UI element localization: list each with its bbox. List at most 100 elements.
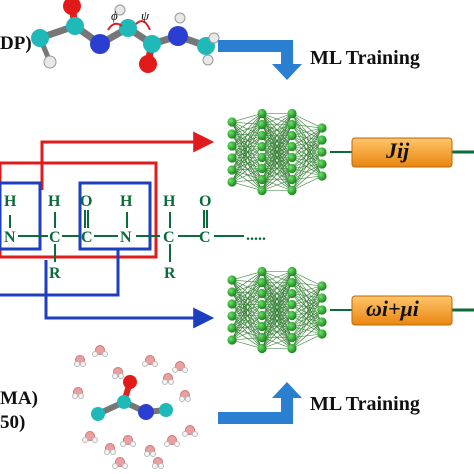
network-edge	[291, 282, 323, 335]
water-hydrogen	[118, 373, 124, 379]
network-edge	[261, 315, 293, 349]
network-edge	[291, 127, 323, 136]
network-edge	[231, 271, 263, 329]
network-edge	[231, 291, 263, 294]
network-edge	[291, 113, 323, 153]
network-edge	[261, 113, 293, 158]
water-hydrogen	[182, 431, 188, 437]
output-label-coupling: Jij	[386, 138, 410, 163]
network-edge	[231, 303, 263, 338]
network-edge	[291, 163, 323, 180]
network-node	[257, 321, 267, 332]
network-node	[317, 329, 327, 339]
network-node	[227, 153, 237, 163]
network-edge	[291, 285, 323, 327]
network-edge	[291, 315, 323, 323]
network-edge	[291, 168, 323, 177]
network-edge	[291, 175, 323, 191]
nitrogen-atom	[90, 34, 110, 54]
network-edge	[291, 163, 323, 169]
atom-c4: C	[199, 229, 211, 246]
network-edge	[231, 145, 263, 169]
network-node	[257, 288, 267, 299]
network-edge	[231, 121, 263, 169]
blue-arrow-path	[0, 181, 215, 329]
water-hydrogen	[168, 379, 174, 385]
network-edge	[291, 271, 323, 287]
network-edge	[231, 291, 263, 327]
network-edge	[231, 145, 263, 158]
network-edge	[231, 121, 263, 125]
network-edge	[291, 127, 323, 147]
atom-c2: C	[81, 229, 93, 246]
water-hydrogen	[182, 367, 188, 373]
hydrogen-atom	[43, 55, 57, 69]
network-edge	[231, 279, 263, 294]
atom-h4: H	[163, 193, 176, 210]
network-node	[317, 159, 327, 169]
ml-training-label-top: ML Training	[310, 47, 420, 69]
carbon-atom	[143, 35, 161, 53]
network-edge	[291, 113, 323, 177]
network-node	[317, 317, 327, 327]
network-edge	[291, 293, 323, 323]
network-edge	[231, 291, 263, 338]
network-edge	[231, 121, 263, 147]
network-node	[317, 147, 327, 157]
network-edge	[291, 282, 323, 287]
molecule-label-top: DP)	[0, 33, 32, 54]
network-edge	[291, 139, 323, 191]
water-hydrogen	[80, 361, 86, 367]
training-arrow-top	[218, 40, 302, 80]
network-edge	[291, 282, 323, 311]
network-edge	[291, 285, 323, 305]
network-edge	[291, 297, 323, 305]
network-edge	[261, 113, 293, 169]
network-node	[287, 310, 297, 321]
water-hydrogen	[150, 451, 156, 457]
network-node	[257, 185, 267, 196]
network-edge	[231, 303, 263, 349]
network-edge	[291, 271, 323, 323]
network-edge	[231, 279, 263, 305]
network-edge	[231, 157, 263, 183]
network-edge	[291, 309, 323, 349]
network-edge	[291, 309, 323, 316]
network-node	[257, 174, 267, 185]
network-edge	[291, 333, 323, 349]
network-node	[257, 332, 267, 343]
water-oxygen	[95, 345, 105, 355]
network-edge	[231, 113, 263, 183]
network-edge	[231, 145, 263, 147]
network-edge	[231, 271, 263, 317]
water-hydrogen	[72, 393, 78, 399]
network-edge	[231, 121, 263, 180]
atom-c1: C	[49, 229, 61, 246]
water-oxygen	[145, 355, 155, 365]
network-edge	[291, 135, 323, 153]
network-edge	[291, 127, 323, 191]
network-edge	[291, 304, 323, 335]
network-edge	[231, 315, 263, 329]
network-edge	[261, 113, 293, 180]
network-edge	[231, 121, 263, 158]
atom-c3: C	[163, 229, 175, 246]
network-edge	[291, 113, 323, 129]
phi-label: ϕ	[111, 8, 118, 23]
network-node	[257, 130, 267, 141]
oxygen-atom	[139, 55, 157, 73]
oxygen-atom	[63, 0, 81, 15]
network-edge	[231, 124, 263, 183]
network-edge	[261, 271, 293, 338]
network-edge	[231, 271, 263, 341]
water-hydrogen	[185, 396, 191, 402]
network-edge	[231, 133, 263, 158]
network-node	[287, 174, 297, 185]
network-edge	[291, 139, 323, 147]
output-box-top	[351, 137, 453, 168]
network-edge	[231, 181, 263, 191]
training-arrow-bottom	[218, 382, 302, 424]
water-oxygen	[85, 431, 95, 441]
network-edge	[291, 127, 323, 158]
network-edge	[231, 168, 263, 183]
